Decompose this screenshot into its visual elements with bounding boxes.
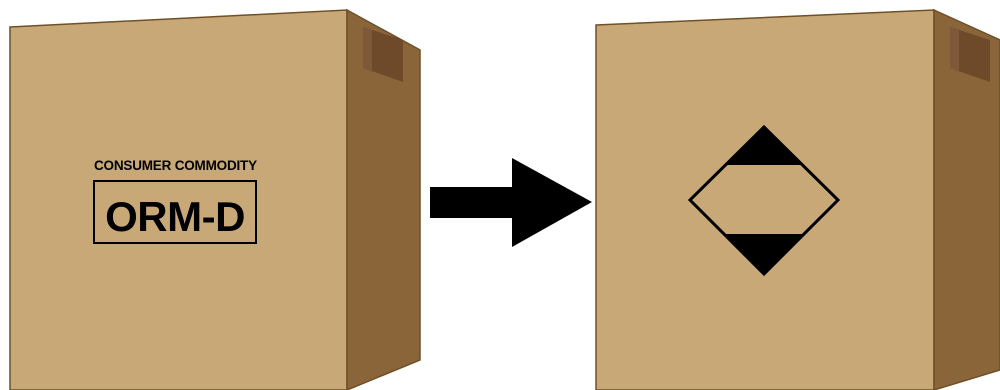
right-box-front: [596, 10, 934, 390]
right-box-tape-highlight: [950, 27, 959, 72]
left-box: CONSUMER COMMODITY ORM-D: [10, 10, 420, 390]
orm-d-marking: CONSUMER COMMODITY ORM-D: [94, 158, 257, 243]
right-arrow-icon: [430, 158, 592, 247]
right-box: [596, 10, 1000, 390]
orm-d-label: ORM-D: [105, 193, 245, 240]
left-box-tape-highlight: [363, 27, 372, 72]
consumer-commodity-label: CONSUMER COMMODITY: [94, 158, 257, 173]
